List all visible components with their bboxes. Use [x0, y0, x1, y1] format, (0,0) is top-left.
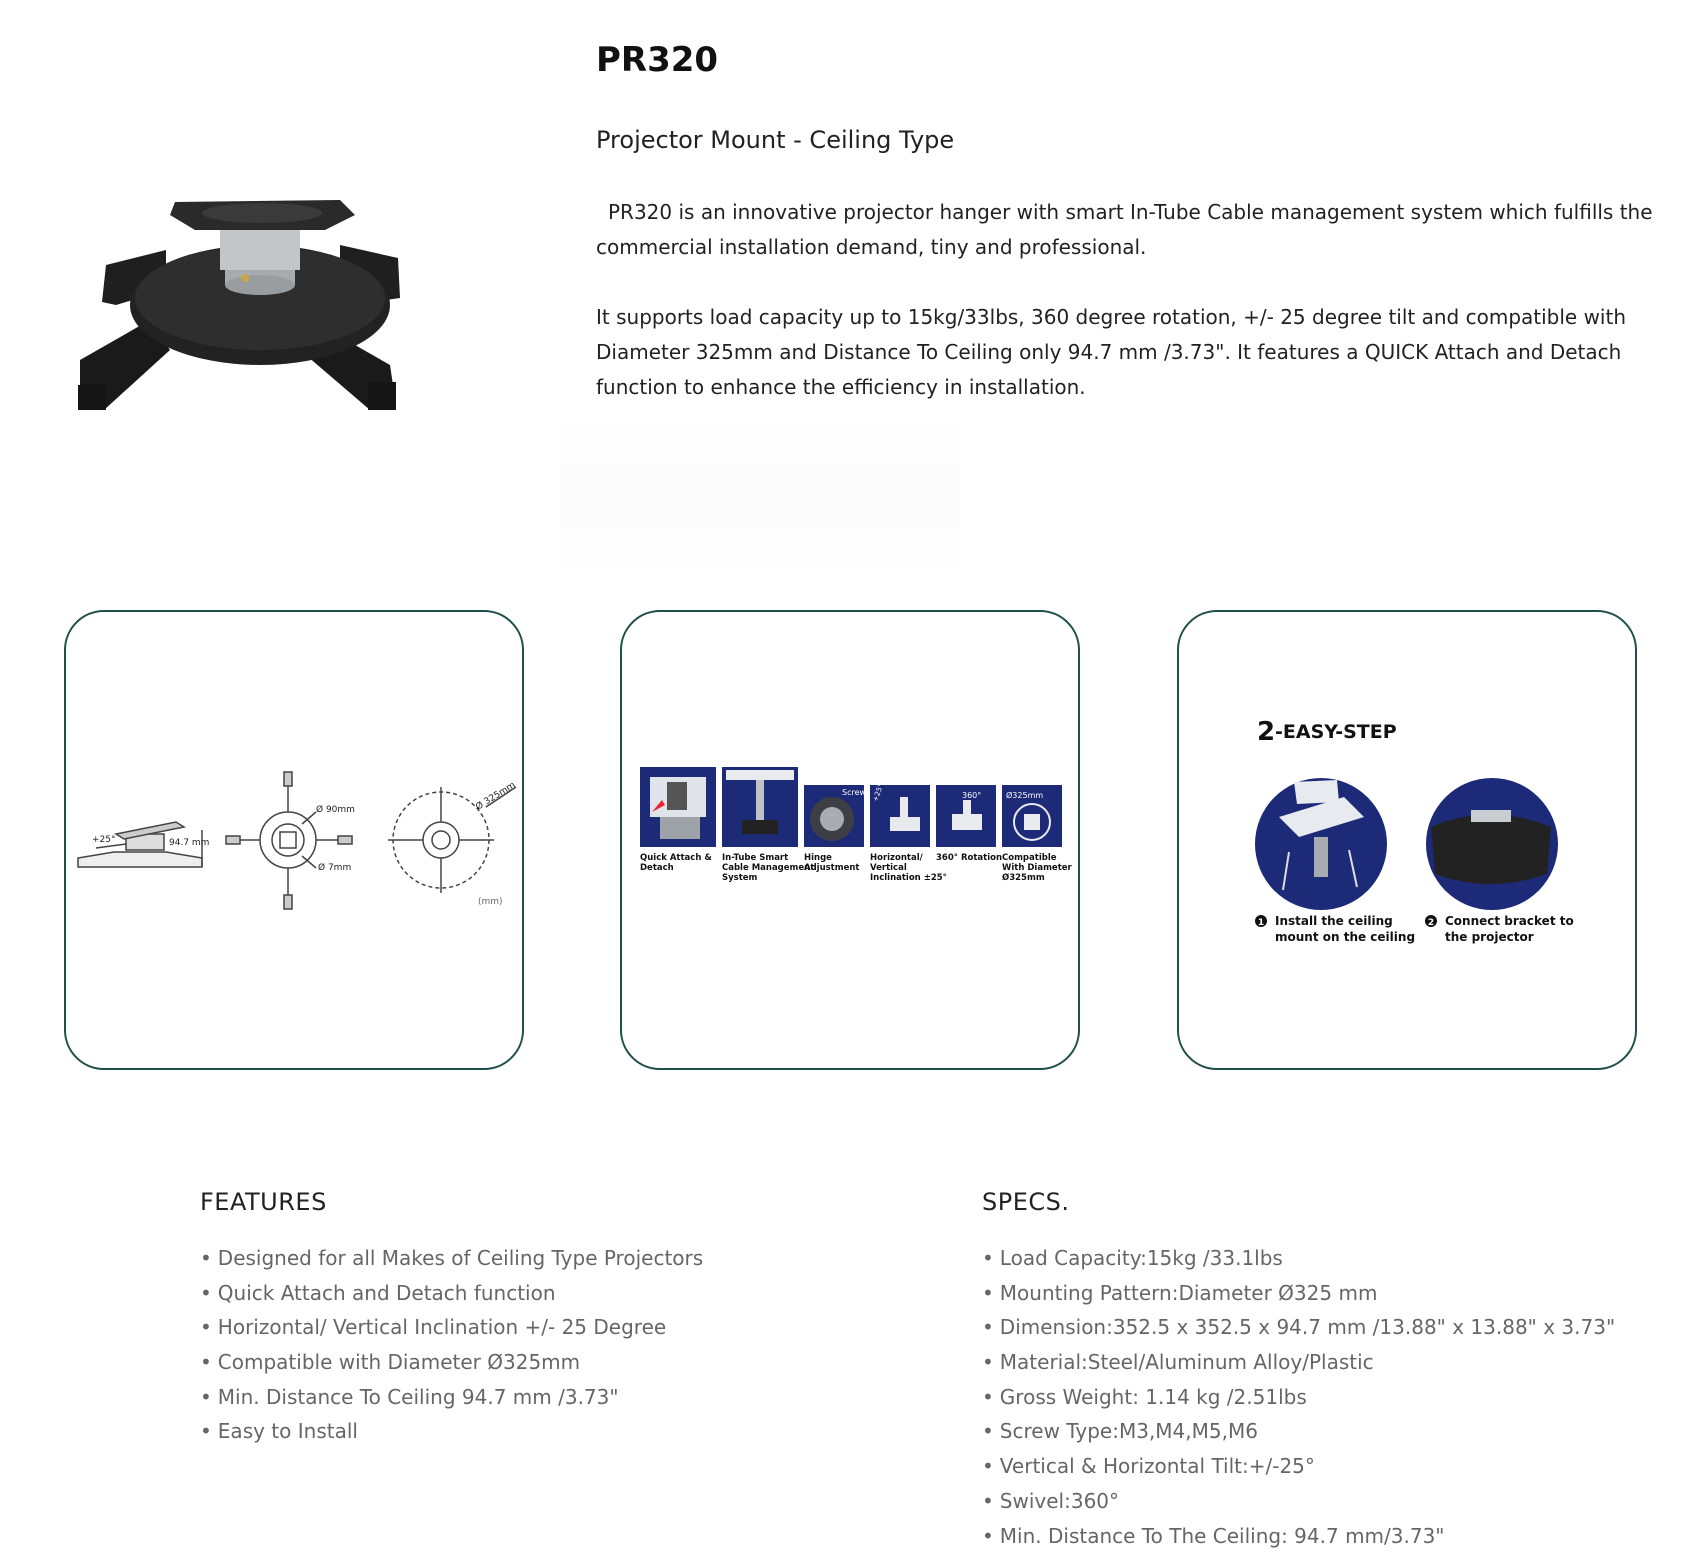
step1-line1: Install the ceiling	[1275, 914, 1393, 928]
list-item: Swivel:360°	[982, 1484, 1615, 1519]
product-subtitle: Projector Mount - Ceiling Type	[596, 126, 955, 154]
list-item: Mounting Pattern:Diameter Ø325 mm	[982, 1276, 1615, 1311]
svg-text:Vertical: Vertical	[870, 863, 907, 873]
list-item: Dimension:352.5 x 352.5 x 94.7 mm /13.88…	[982, 1310, 1615, 1345]
list-item: Quick Attach and Detach function	[200, 1276, 703, 1311]
svg-text:2: 2	[1428, 918, 1434, 928]
list-item: Designed for all Makes of Ceiling Type P…	[200, 1241, 703, 1276]
easy-step-title: -EASY-STEP	[1275, 721, 1397, 743]
svg-text:Screw: Screw	[842, 788, 867, 797]
svg-text:In-Tube Smart: In-Tube Smart	[722, 853, 788, 863]
easy-step-number: 2	[1257, 717, 1275, 747]
svg-text:Ø325mm: Ø325mm	[1006, 790, 1043, 800]
svg-text:Hinge: Hinge	[804, 853, 832, 863]
list-item: Load Capacity:15kg /33.1lbs	[982, 1241, 1615, 1276]
svg-text:Compatible: Compatible	[1002, 853, 1057, 863]
product-title: PR320	[596, 40, 719, 80]
svg-text:Adjustment: Adjustment	[804, 863, 860, 873]
step2-number-badge	[1425, 915, 1437, 927]
svg-text:Ø325mm: Ø325mm	[1002, 872, 1045, 883]
svg-text:System: System	[722, 873, 758, 883]
list-item: Horizontal/ Vertical Inclination +/- 25 …	[200, 1310, 703, 1345]
list-item: Easy to Install	[200, 1414, 703, 1449]
diameter-325-label: Ø 325mm	[474, 780, 518, 813]
easy-step-illustration: 2 -EASY-STEP 1 Install the ceiling mount…	[1255, 717, 1574, 944]
list-item: Compatible with Diameter Ø325mm	[200, 1345, 703, 1380]
specs-heading: SPECS.	[982, 1188, 1070, 1216]
svg-text:Quick Attach &: Quick Attach &	[640, 853, 712, 863]
product-description-2: It supports load capacity up to 15kg/33l…	[596, 305, 1627, 399]
diameter-7-label: Ø 7mm	[318, 862, 351, 873]
list-item: Screw Type:M3,M4,M5,M6	[982, 1414, 1615, 1449]
unit-label: (mm)	[478, 897, 503, 907]
height-label: 94.7 mm	[169, 838, 209, 848]
svg-text:Inclination ±25°: Inclination ±25°	[870, 873, 947, 883]
feature-icons-card: Screw +25° 360° Ø325mm Quick Attach & De…	[620, 610, 1080, 1070]
svg-text:1: 1	[1258, 918, 1264, 928]
features-list: Designed for all Makes of Ceiling Type P…	[200, 1241, 703, 1449]
tilt-label: +25°	[92, 835, 116, 845]
diameter-90-label: Ø 90mm	[316, 804, 355, 815]
svg-text:With Diameter: With Diameter	[1002, 863, 1073, 873]
list-item: Min. Distance To The Ceiling: 94.7 mm/3.…	[982, 1519, 1615, 1554]
feature-icons: Screw +25° 360° Ø325mm Quick Attach & De…	[640, 767, 1073, 883]
svg-text:Detach: Detach	[640, 863, 674, 873]
product-image	[70, 190, 450, 430]
product-description-1: PR320 is an innovative projector hanger …	[596, 200, 1653, 259]
list-item: Gross Weight: 1.14 kg /2.51lbs	[982, 1380, 1615, 1415]
step2-line1: Connect bracket to	[1445, 914, 1574, 928]
svg-text:Cable Management: Cable Management	[722, 863, 814, 873]
svg-text:360° Rotation: 360° Rotation	[936, 853, 1002, 863]
svg-text:360°: 360°	[962, 791, 981, 800]
decorative-fade	[560, 420, 960, 570]
specs-list: Load Capacity:15kg /33.1lbs Mounting Pat…	[982, 1241, 1615, 1553]
step1-line2: mount on the ceiling	[1275, 930, 1415, 944]
step2-line2: the projector	[1445, 930, 1534, 944]
list-item: Vertical & Horizontal Tilt:+/-25°	[982, 1449, 1615, 1484]
easy-step-card: 2 -EASY-STEP 1 Install the ceiling mount…	[1177, 610, 1637, 1070]
dimension-drawing-card: +25° 94.7 mm Ø 90mm Ø 7mm	[64, 610, 524, 1070]
list-item: Material:Steel/Aluminum Alloy/Plastic	[982, 1345, 1615, 1380]
dimension-drawing: +25° 94.7 mm Ø 90mm Ø 7mm	[77, 771, 518, 910]
features-heading: FEATURES	[200, 1188, 327, 1216]
list-item: Min. Distance To Ceiling 94.7 mm /3.73"	[200, 1380, 703, 1415]
svg-text:Horizontal/: Horizontal/	[870, 853, 924, 863]
step1-number-badge	[1255, 915, 1267, 927]
